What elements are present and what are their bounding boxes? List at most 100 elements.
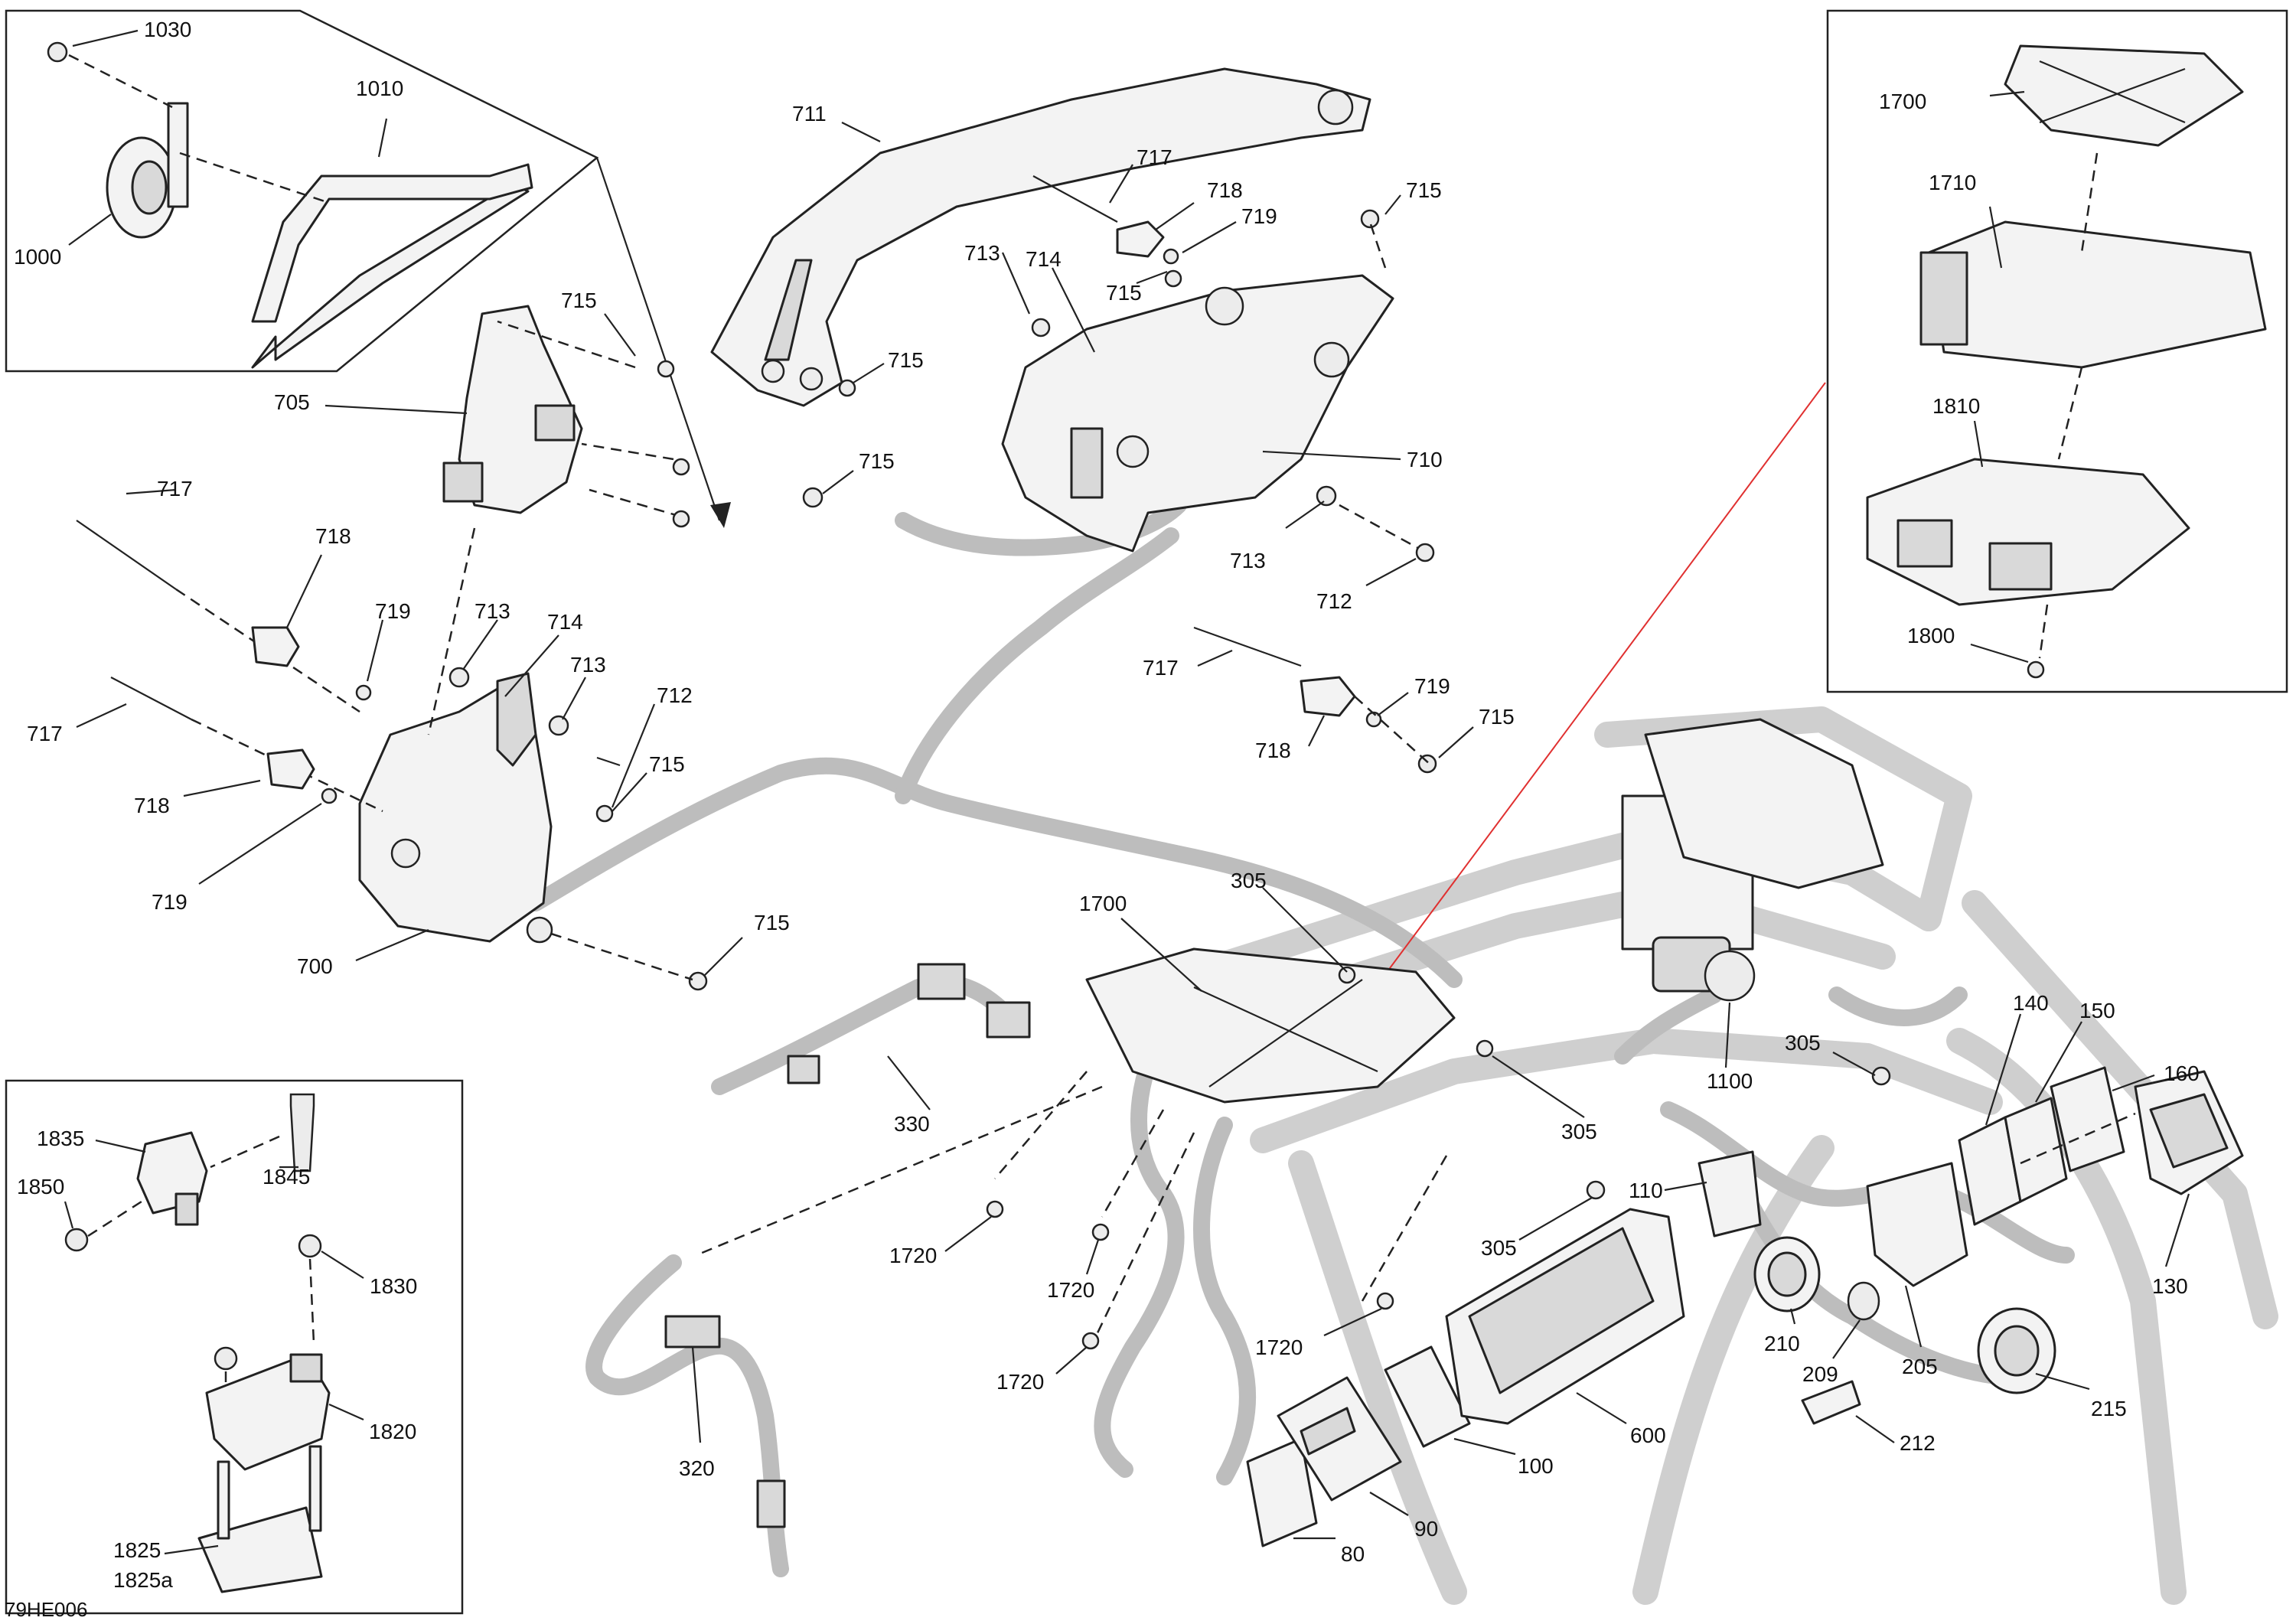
callout-715-left-b: 715 [649,752,685,776]
callout-711: 711 [792,102,827,126]
callout-1835: 1835 [37,1127,84,1150]
callout-600: 600 [1630,1423,1666,1447]
callout-713-left-b: 713 [570,653,606,677]
switch-100 [1384,1345,1471,1448]
panel-711 [710,67,1371,407]
callout-713-top: 713 [964,241,1000,265]
callout-305-mid: 305 [1561,1120,1597,1143]
callout-1720-c: 1720 [1255,1335,1303,1359]
fasteners-left [76,320,708,991]
callout-717-left-a: 717 [157,477,193,501]
callout-700: 700 [297,954,333,978]
callout-209: 209 [1802,1362,1838,1386]
callout-1820: 1820 [369,1420,416,1443]
callout-215: 215 [2091,1397,2127,1420]
callout-710: 710 [1407,448,1443,471]
callout-1825a: 1825a [113,1568,173,1592]
module-710 [1001,274,1394,553]
callout-715-705: 715 [561,289,597,312]
callout-718-left-a: 718 [315,524,351,548]
callout-1030: 1030 [144,18,191,41]
sensor-inset [5,1079,464,1615]
callout-1720-d: 1720 [996,1370,1044,1394]
callout-715-left-c: 715 [754,911,790,934]
callout-160: 160 [2164,1061,2200,1085]
detail-pointer-line [1369,382,1826,996]
bolt-icon [47,41,68,63]
callout-705: 705 [274,390,310,414]
gauge-210 [1753,1236,1821,1313]
callout-320: 320 [679,1456,715,1480]
callout-1825: 1825 [113,1538,161,1562]
callout-1710: 1710 [1929,171,1976,194]
horn-bracket [251,182,530,369]
callout-719-left-a: 719 [375,599,411,623]
callout-713-right: 713 [1230,549,1266,572]
callout-1810: 1810 [1932,394,1980,418]
callout-305-right: 305 [1785,1031,1821,1055]
tray-1710 [1927,220,2267,369]
callout-1700-inset: 1700 [1879,90,1926,113]
callout-90: 90 [1414,1517,1438,1541]
callout-100: 100 [1518,1454,1554,1478]
callout-1100: 1100 [1707,1069,1753,1093]
callout-715-center: 715 [1479,705,1515,729]
callout-715-panel: 715 [859,449,895,473]
callout-717-left-b: 717 [27,722,63,745]
callout-1800: 1800 [1907,624,1955,647]
ecu-inset [1826,9,2288,693]
ecu-1810 [1866,458,2190,606]
callout-715-left-top: 715 [888,348,924,372]
callout-130: 130 [2152,1274,2188,1298]
callout-719-top: 719 [1241,204,1277,228]
horn-inset: 1030 1010 1000 [5,9,599,373]
callout-718-top: 718 [1207,178,1243,202]
callout-715-top: 715 [1406,178,1442,202]
sensor-lead-320 [585,1254,789,1577]
callout-1850: 1850 [17,1175,64,1198]
switch-150 [2004,1097,2068,1203]
inset-pointer-arrow [595,157,721,521]
callout-1720-a: 1720 [889,1244,937,1267]
switch-90 [1277,1376,1402,1502]
bolt-1845 [289,1093,315,1172]
nut-1830 [214,1346,238,1371]
callout-715-mid: 715 [1106,281,1142,305]
module-700 [358,672,553,944]
callout-717-center: 717 [1143,656,1179,680]
callout-140: 140 [2013,991,2049,1015]
switch-130 [2134,1070,2244,1195]
switch-160 [2050,1066,2125,1172]
callout-1720-b: 1720 [1047,1278,1094,1302]
callout-1845: 1845 [263,1165,310,1189]
callout-718-left-b: 718 [134,794,170,817]
callout-713-left: 713 [475,599,510,623]
callout-712-left: 712 [657,683,693,707]
upper-frame-panel [1644,718,1884,889]
callout-1010: 1010 [356,77,403,100]
washer-718 [251,626,300,667]
callout-712-right: 712 [1316,589,1352,613]
connector-110 [1698,1150,1762,1238]
callout-717-top: 717 [1137,145,1172,169]
callout-714-left: 714 [547,610,583,634]
inset-frame [5,9,599,373]
callout-719-left-b: 719 [152,890,188,914]
socket-215 [1977,1307,2056,1394]
plate-1825 [197,1506,323,1593]
inset-frame [5,1079,464,1615]
callout-718-center: 718 [1255,739,1291,762]
callout-714-top: 714 [1026,247,1062,271]
switch-80 [1246,1437,1318,1547]
callout-719-center: 719 [1414,674,1450,698]
callout-210: 210 [1764,1332,1800,1355]
ring-209 [1847,1281,1880,1321]
callout-305-top: 305 [1231,869,1267,892]
nut-1850 [64,1228,89,1252]
inset-frame [1826,9,2288,693]
module-705 [442,305,583,514]
diagram-code: 79HE006 [5,1598,87,1621]
bracket-205 [1866,1162,1968,1287]
power-socket-1100 [1652,936,1756,1002]
